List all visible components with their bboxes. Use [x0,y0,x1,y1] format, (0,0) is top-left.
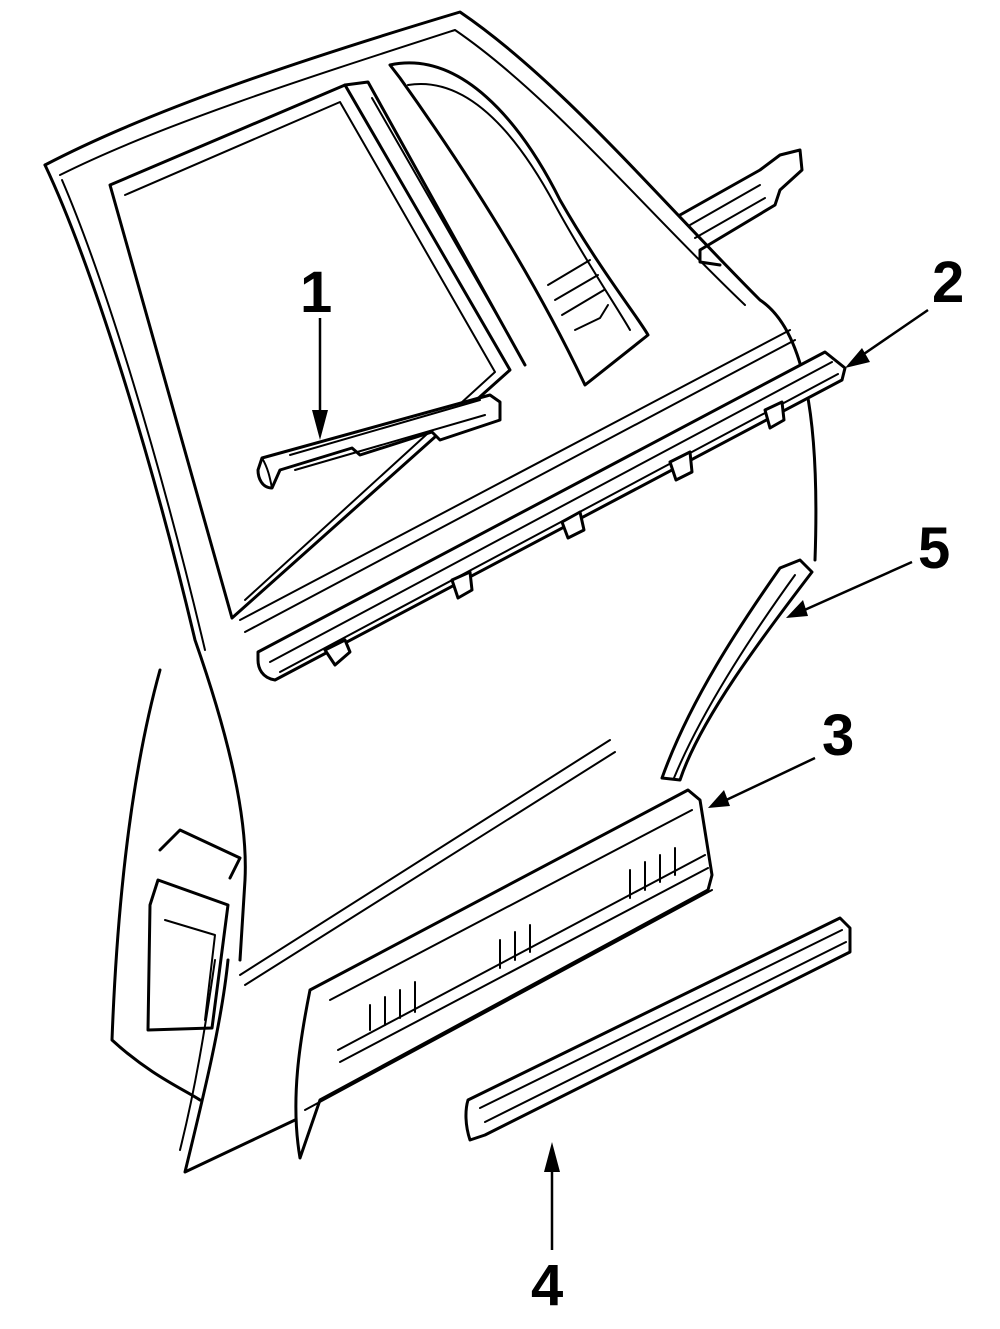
callout-2: 2 [845,250,964,368]
callout-5-number: 5 [918,516,950,581]
side-marker [146,828,242,1032]
callout-1: 1 [300,260,332,440]
upper-trim-clip [678,148,804,267]
part-3-body-molding [294,788,714,1160]
callout-5: 5 [786,516,950,618]
callout-4: 4 [531,1142,563,1318]
window-glass [108,61,650,620]
callout-3: 3 [708,703,854,808]
part-4-rocker-molding [464,916,852,1142]
callout-3-number: 3 [822,703,854,768]
callout-1-number: 1 [300,260,332,325]
part-5-wheel-molding [660,558,814,782]
callout-4-number: 4 [531,1253,563,1318]
part-2-weatherstrip [239,329,847,682]
callout-2-number: 2 [932,250,964,315]
part-1-belt-molding [256,393,502,490]
